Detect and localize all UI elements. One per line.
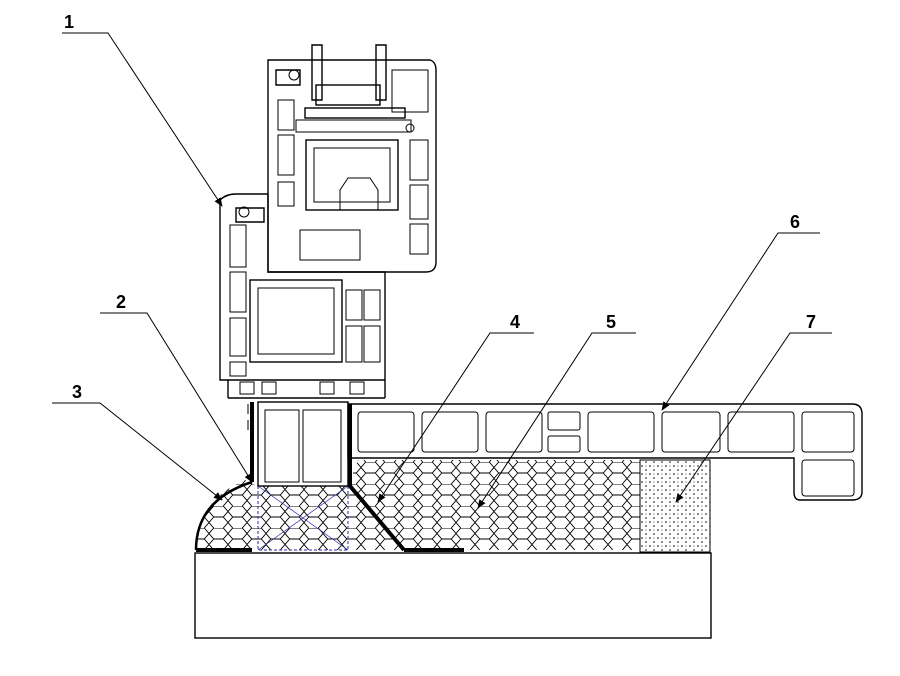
- leader-lines: [52, 32, 832, 509]
- mounting-foam: [196, 460, 640, 550]
- callout-6: 6: [790, 212, 800, 232]
- window-sill-board: [347, 403, 863, 501]
- callout-5: 5: [606, 312, 616, 332]
- insulation-block: [639, 459, 711, 553]
- stand-profile: [247, 401, 349, 487]
- sealing-tapes: [194, 402, 464, 552]
- callout-4: 4: [510, 312, 520, 332]
- callout-7: 7: [806, 312, 816, 332]
- callout-3: 3: [72, 382, 82, 402]
- window-sash-profile: [267, 44, 437, 273]
- wall-base: [194, 552, 712, 639]
- callout-2: 2: [116, 292, 126, 312]
- window-frame-profile: [219, 193, 386, 399]
- callout-1: 1: [64, 12, 74, 32]
